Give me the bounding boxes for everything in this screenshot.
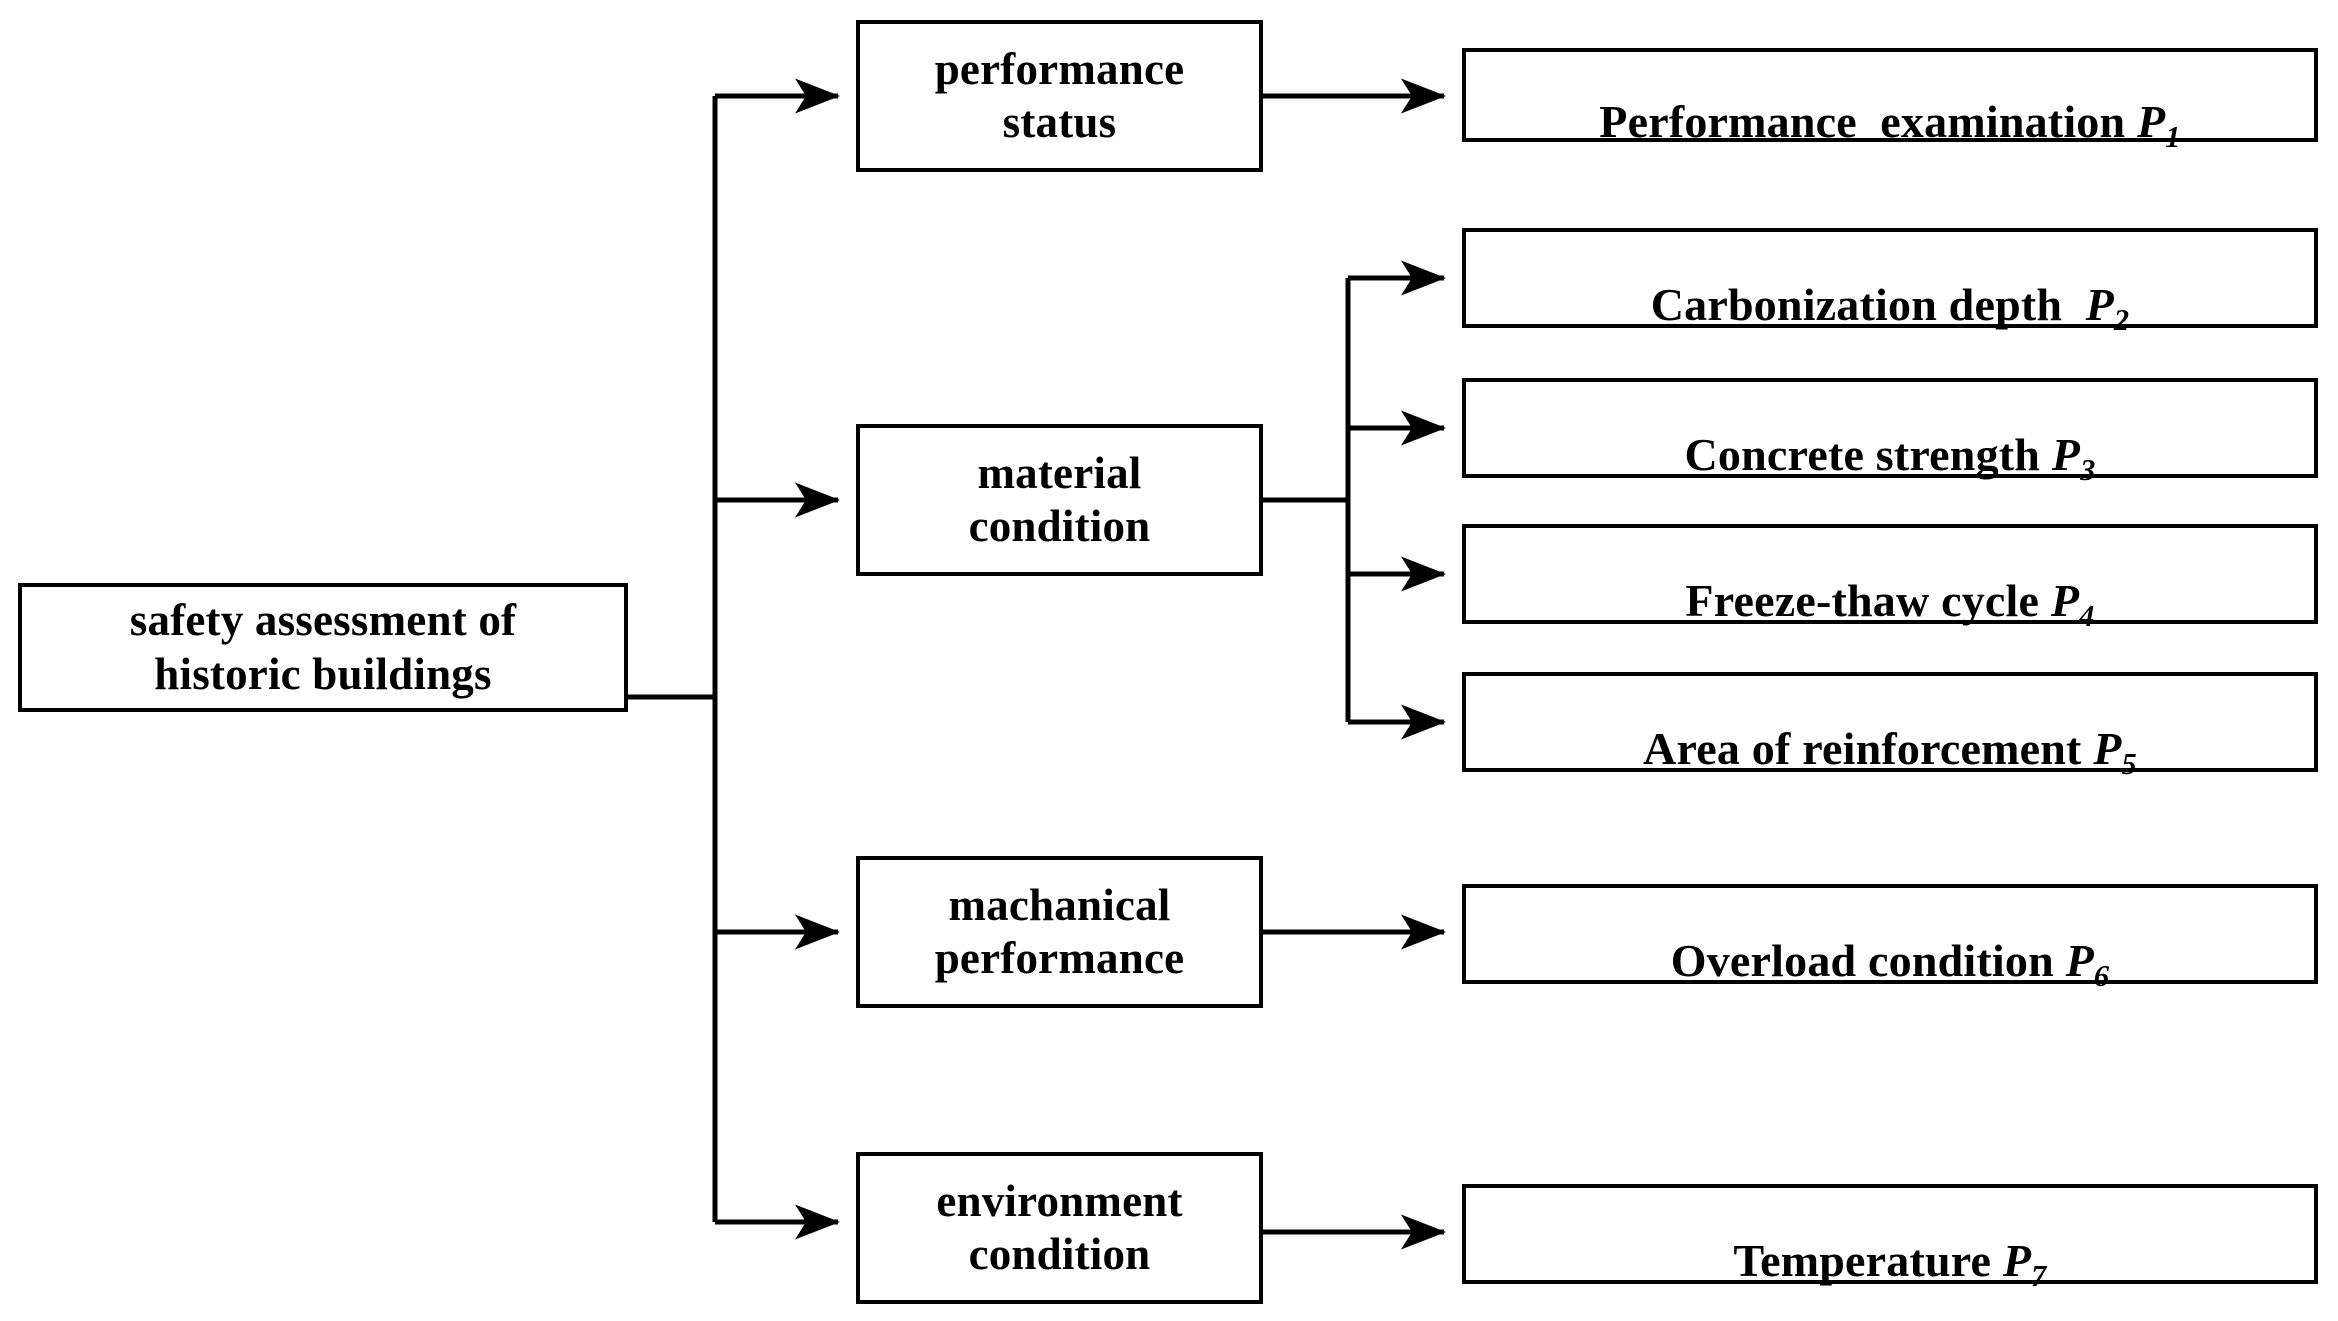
node-indicator-p2: Carbonization depth P2	[1462, 228, 2318, 335]
node-indicator-p4-label: Freeze-thaw cycle P4	[1675, 520, 2104, 631]
indicator-p3-symbol: P	[2051, 429, 2081, 480]
node-environment-condition-label: environment condition	[936, 1175, 1183, 1279]
node-performance-status-label: performance status	[934, 43, 1185, 147]
indicator-p3-text: Concrete strength	[1684, 429, 2052, 480]
node-indicator-p6-label: Overload condition P6	[1661, 880, 2120, 991]
node-indicator-p1: Performance examination P1	[1462, 48, 2318, 152]
indicator-p4-text: Freeze-thaw cycle	[1685, 575, 2051, 626]
indicator-p1-symbol: P	[2136, 96, 2166, 147]
indicator-p2-subscript: 2	[2113, 303, 2130, 338]
node-machanical-performance-label: machanical performance	[934, 879, 1185, 983]
node-material-condition-label: material condition	[968, 447, 1151, 551]
indicator-p7-subscript: 7	[2031, 1259, 2047, 1294]
node-performance-status: performance status	[856, 20, 1263, 172]
indicator-p4-symbol: P	[2050, 575, 2080, 626]
indicator-p4-subscript: 4	[2079, 599, 2095, 634]
node-indicator-p1-label: Performance examination P1	[1589, 41, 2190, 152]
indicator-p6-symbol: P	[2065, 935, 2094, 986]
indicator-p6-text: Overload condition	[1670, 935, 2066, 986]
indicator-p1-text: Performance examination	[1599, 96, 2137, 147]
indicator-p2-text: Carbonization depth	[1650, 279, 2086, 330]
node-indicator-p7: Temperature P7	[1462, 1184, 2318, 1291]
node-machanical-performance: machanical performance	[856, 856, 1263, 1008]
indicator-p5-text: Area of reinforcement	[1643, 723, 2094, 774]
indicator-p3-subscript: 3	[2080, 453, 2096, 488]
indicator-p5-subscript: 5	[2121, 747, 2137, 782]
node-indicator-p5: Area of reinforcement P5	[1462, 672, 2318, 779]
node-indicator-p6: Overload condition P6	[1462, 884, 2318, 991]
indicator-p6-subscript: 6	[2093, 959, 2110, 994]
node-safety-assessment-root: safety assessment of historic buildings	[18, 583, 628, 712]
indicator-p2-symbol: P	[2085, 279, 2114, 330]
indicator-p7-symbol: P	[2002, 1235, 2032, 1286]
node-indicator-p3-label: Concrete strength P3	[1675, 374, 2106, 485]
node-material-condition: material condition	[856, 424, 1263, 576]
node-indicator-p7-label: Temperature P7	[1723, 1180, 2056, 1291]
indicator-p7-text: Temperature	[1733, 1235, 2003, 1286]
node-indicator-p2-label: Carbonization depth P2	[1641, 224, 2140, 335]
node-indicator-p3: Concrete strength P3	[1462, 378, 2318, 485]
node-indicator-p4: Freeze-thaw cycle P4	[1462, 524, 2318, 631]
node-environment-condition: environment condition	[856, 1152, 1263, 1304]
indicator-p1-subscript: 1	[2165, 120, 2181, 155]
indicator-p5-symbol: P	[2093, 723, 2122, 774]
node-indicator-p5-label: Area of reinforcement P5	[1633, 668, 2147, 779]
node-root-label: safety assessment of historic buildings	[129, 595, 517, 699]
